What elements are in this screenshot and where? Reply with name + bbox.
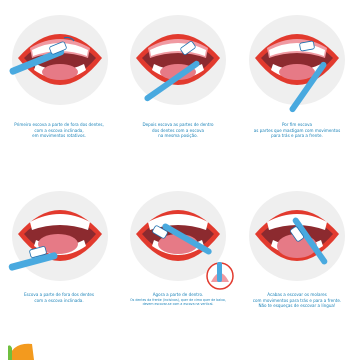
step-panel-1: Primeiro escova a parte de fora dos dent… [0, 0, 118, 180]
step-panel-6: Acabas a escovar os molares com moviment… [238, 178, 356, 358]
step-panel-4: Escova a parte de fora dos dentes com a … [0, 178, 118, 358]
step-caption-6: Acabas a escovar os molares com moviment… [238, 292, 356, 309]
mouth-illustration-2 [119, 0, 237, 118]
mouth-illustration-6 [238, 178, 356, 296]
mouth-illustration-1 [0, 0, 118, 118]
step-panel-3: Por fim escova as partes que mastigam co… [238, 0, 356, 180]
step-panel-2: Depois escova as partes de dentro dos de… [119, 0, 237, 180]
mouth-illustration-5 [119, 178, 237, 296]
step-panel-5: Agora a parte de dentro. Os dentes da fr… [119, 178, 237, 358]
step-caption-5: Agora a parte de dentro. Os dentes da fr… [119, 292, 237, 306]
step-caption-4: Escova a parte de fora dos dentes com a … [0, 292, 118, 303]
mouth-illustration-4 [0, 178, 118, 296]
step-caption-2: Depois escova as partes de dentro dos de… [119, 122, 237, 139]
step-caption-1: Primeiro escova a parte de fora dos dent… [0, 122, 118, 139]
step-caption-3: Por fim escova as partes que mastigam co… [238, 122, 356, 139]
decorative-corner-shape [8, 340, 38, 360]
mouth-illustration-3 [238, 0, 356, 118]
